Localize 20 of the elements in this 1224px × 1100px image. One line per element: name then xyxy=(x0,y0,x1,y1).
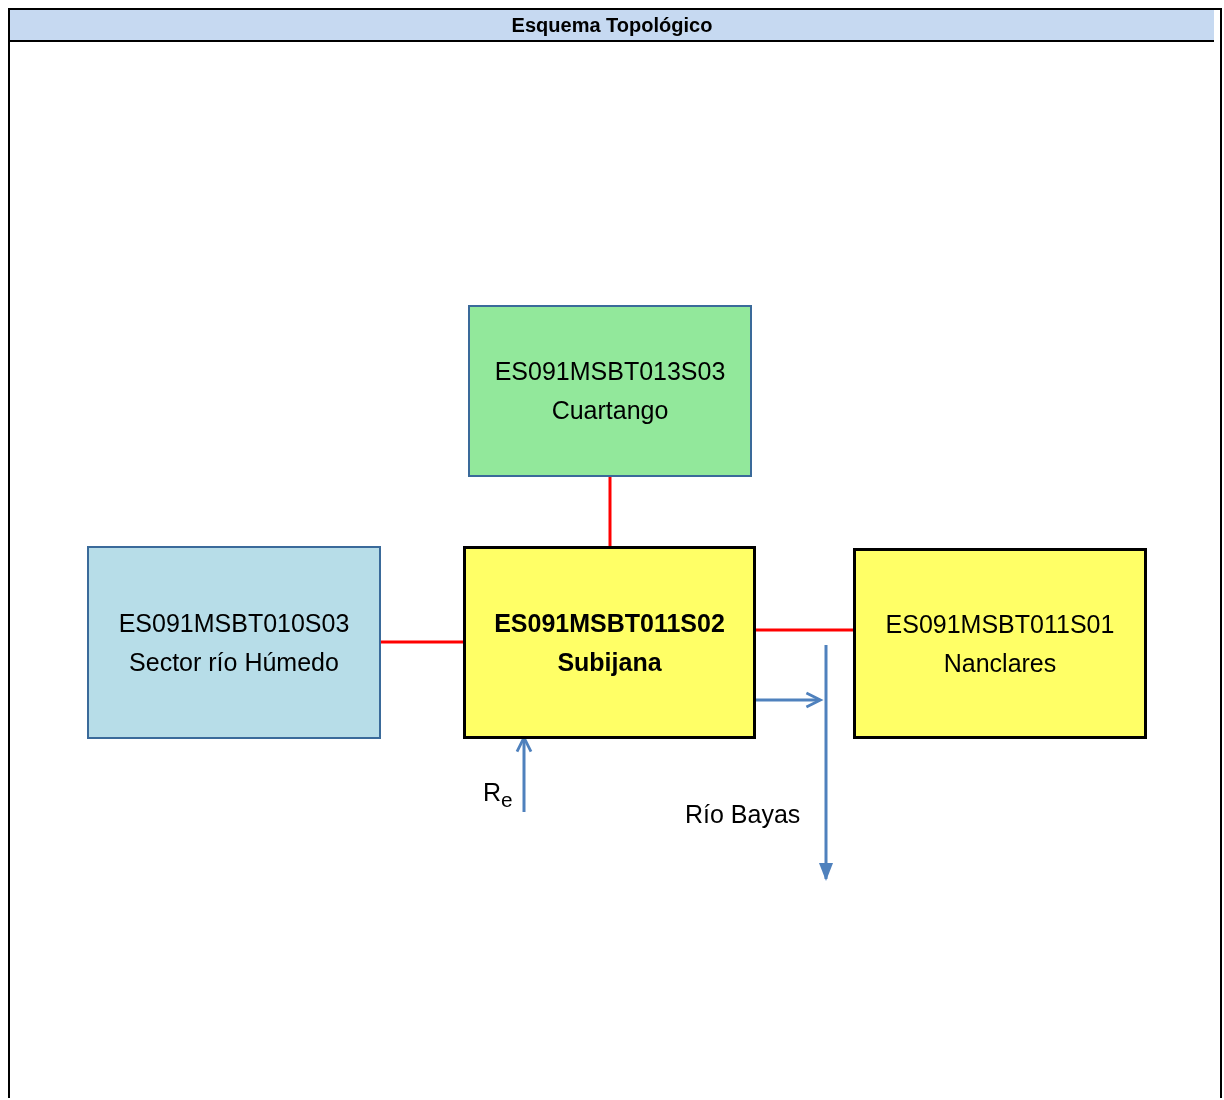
connector-line xyxy=(608,477,612,546)
node-text: Nanclares xyxy=(943,647,1057,679)
water-body-box xyxy=(463,546,756,739)
flow-label: R$_{e}$ xyxy=(483,778,513,812)
connector-line xyxy=(381,640,463,644)
node-text: Subijana xyxy=(557,646,662,678)
water-body-box xyxy=(468,305,752,477)
water-body-box xyxy=(853,548,1147,739)
node-text: ES091MSBT010S03 xyxy=(118,607,350,639)
node-text: Sector río Húmedo xyxy=(129,646,339,678)
node-text: ES091MSBT013S03 xyxy=(494,356,726,387)
title: Esquema Topológico xyxy=(511,14,713,36)
water-body-box xyxy=(87,546,381,739)
node-text: ES091MSBT011S02 xyxy=(494,607,725,639)
node-text: Cuartango xyxy=(551,395,669,426)
connector-line xyxy=(756,628,853,632)
river-flow-arrow xyxy=(819,645,833,881)
flow-label: Río Bayas xyxy=(685,800,801,829)
arrow xyxy=(756,691,822,709)
node-text: ES091MSBT011S01 xyxy=(885,608,1115,640)
